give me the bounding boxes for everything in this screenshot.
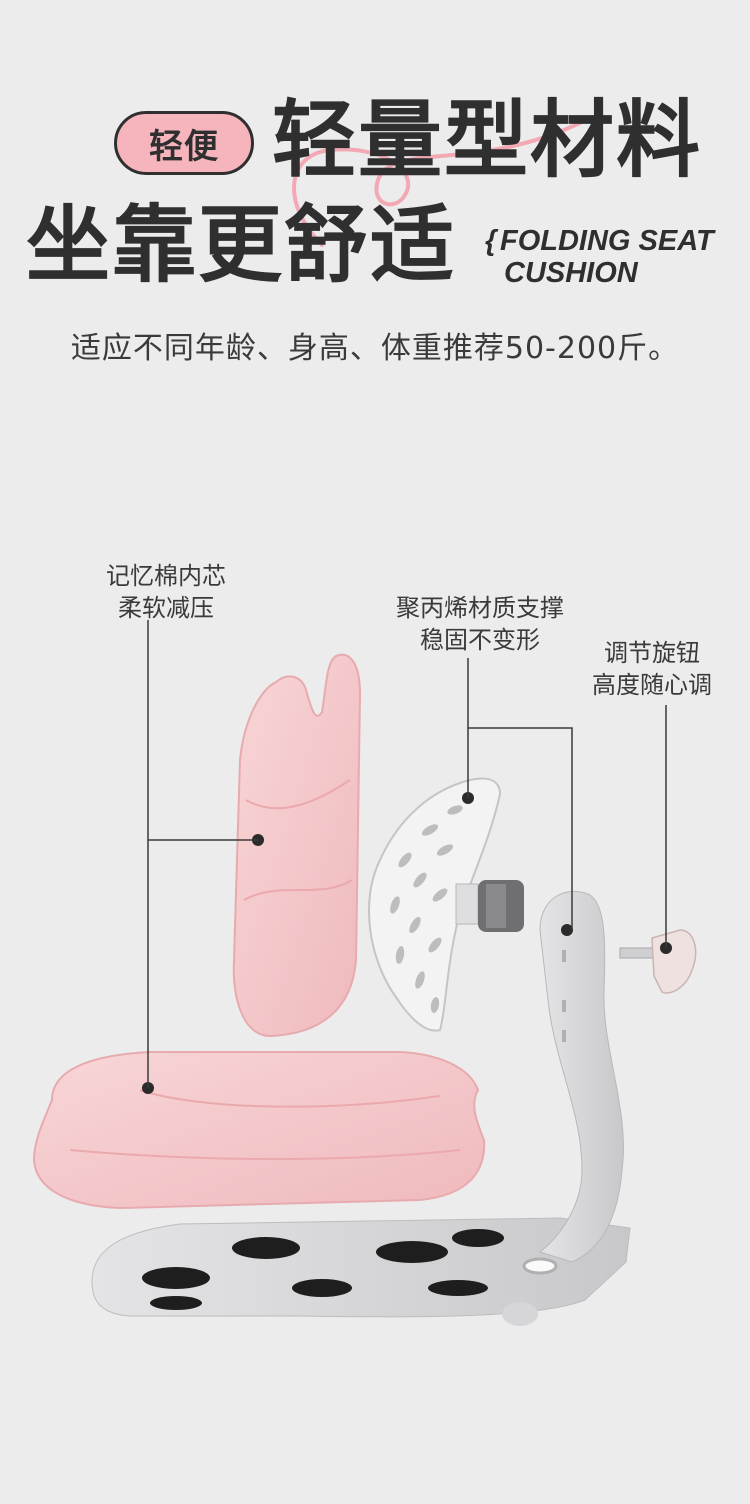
subtitle: 适应不同年龄、身高、体重推荐50-200斤。 (70, 331, 680, 366)
callout-knob: 调节旋钮 高度随心调 (578, 637, 726, 701)
callout-memory-foam-line-1: 记忆棉内芯 (106, 562, 226, 590)
english-title-line-2: CUSHION (504, 257, 638, 289)
callout-knob-line-2: 高度随心调 (592, 671, 712, 699)
backrest-cushion (232, 653, 362, 1038)
headline-line-2: 坐靠更舒适 (26, 196, 457, 294)
callout-polypropylene: 聚丙烯材质支撑 稳固不变形 (385, 592, 575, 656)
callout-knob-line-1: 调节旋钮 (604, 639, 700, 667)
headline-line-1: 轻量型材料 (272, 91, 703, 189)
callout-polypropylene-line-2: 稳固不变形 (420, 626, 540, 654)
callout-polypropylene-line-1: 聚丙烯材质支撑 (396, 594, 564, 622)
polypropylene-back-shell (368, 777, 502, 1032)
badge-label: 轻便 (149, 126, 219, 167)
callout-leader-lines (147, 620, 667, 1088)
badge-light: 轻便 (114, 111, 254, 175)
seat-base-frame (91, 1217, 631, 1326)
seat-cushion (32, 1051, 486, 1210)
callout-memory-foam-line-2: 柔软减压 (118, 594, 214, 622)
callout-memory-foam: 记忆棉内芯 柔软减压 (86, 560, 246, 624)
connector-shaft (455, 880, 524, 932)
adjustment-knob (619, 929, 697, 994)
english-title-line-1: FOLDING SEAT (500, 225, 714, 257)
english-brace: { (485, 225, 497, 257)
back-support-arm (538, 890, 624, 1263)
